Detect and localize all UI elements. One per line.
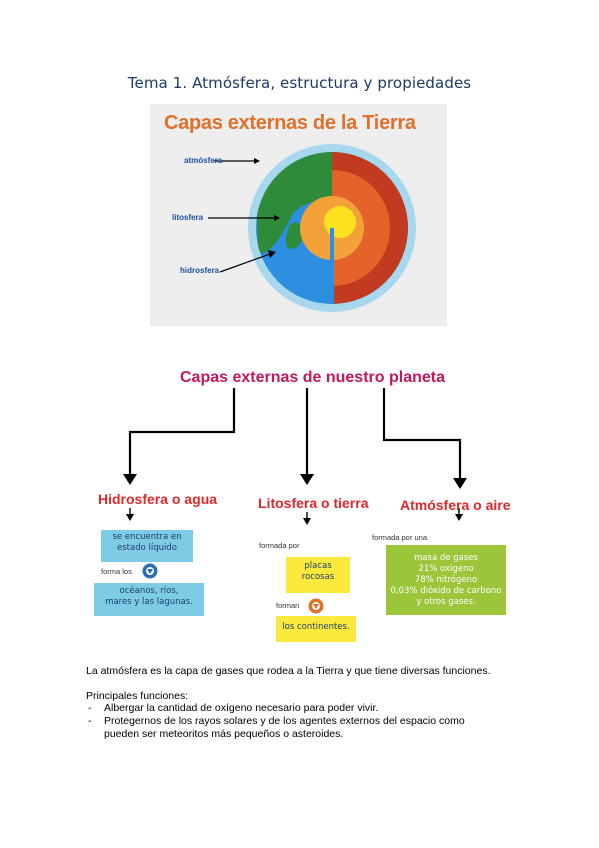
list-item-continuation: pueden ser meteoritos más pequeños o ast… bbox=[104, 728, 344, 740]
label-hidrosfera: hidrosfera bbox=[180, 266, 220, 275]
list-item: Albergar la cantidad de oxígeno necesari… bbox=[104, 702, 379, 714]
atmosfera-note: formada por una bbox=[372, 533, 428, 542]
connector-icon-litosfera bbox=[308, 598, 324, 614]
diagram-heading: Capas externas de nuestro planeta bbox=[180, 369, 445, 386]
atmosfera-box-gases: masa de gases 21% oxígeno 78% nitrógeno … bbox=[386, 545, 506, 615]
earth-land bbox=[256, 152, 358, 254]
box-line: se encuentra en bbox=[112, 532, 182, 542]
litosfera-connector-text: forman bbox=[276, 601, 300, 610]
box-line: estado líquido bbox=[117, 543, 177, 553]
box-line: mares y las lagunas. bbox=[105, 597, 193, 607]
label-litosfera: litosfera bbox=[172, 213, 204, 222]
functions-heading: Principales funciones: bbox=[86, 690, 189, 702]
intro-paragraph: La atmósfera es la capa de gases que rod… bbox=[86, 665, 491, 677]
figure-heading: Capas externas de la Tierra bbox=[164, 112, 416, 134]
box-line: 78% nitrógeno bbox=[414, 575, 478, 585]
hidrosfera-box-estado: se encuentra en estado líquido bbox=[101, 530, 193, 562]
hidrosfera-box-oceanos: océanos, ríos, mares y las lagunas. bbox=[94, 583, 204, 616]
earth-layers-figure: Capas externas de la Tierra atmósfera li… bbox=[150, 104, 447, 326]
earth-illustration bbox=[208, 144, 416, 312]
page-title: Tema 1. Atmósfera, estructura y propieda… bbox=[127, 74, 472, 92]
litosfera-box-placas: placas rocosas bbox=[286, 557, 350, 593]
box-line: 0,03% dióxido de carbono bbox=[390, 586, 502, 596]
box-line: y otros gases. bbox=[416, 597, 476, 607]
planet-layers-diagram-lines bbox=[123, 388, 467, 614]
atmosfera-title: Atmósfera o aire bbox=[400, 497, 511, 513]
litosfera-box-continentes: los continentes. bbox=[276, 616, 356, 642]
box-line: 21% oxígeno bbox=[418, 564, 474, 574]
connector-icon-hidrosfera bbox=[142, 563, 158, 579]
box-line: rocosas bbox=[301, 572, 335, 582]
box-line: los continentes. bbox=[282, 622, 350, 632]
label-atmosfera: atmósfera bbox=[184, 156, 223, 165]
list-item: Protegernos de los rayos solares y de lo… bbox=[104, 715, 465, 727]
hidrosfera-connector-text: forma los bbox=[101, 567, 132, 576]
litosfera-note: formada por bbox=[259, 541, 300, 550]
litosfera-title: Litosfera o tierra bbox=[258, 495, 369, 511]
list-bullet: - bbox=[88, 702, 92, 714]
box-line: océanos, ríos, bbox=[119, 586, 179, 596]
box-line: masa de gases bbox=[414, 553, 478, 563]
hidrosfera-title: Hidrosfera o agua bbox=[98, 491, 218, 507]
box-line: placas bbox=[304, 561, 332, 571]
list-bullet: - bbox=[88, 715, 92, 727]
